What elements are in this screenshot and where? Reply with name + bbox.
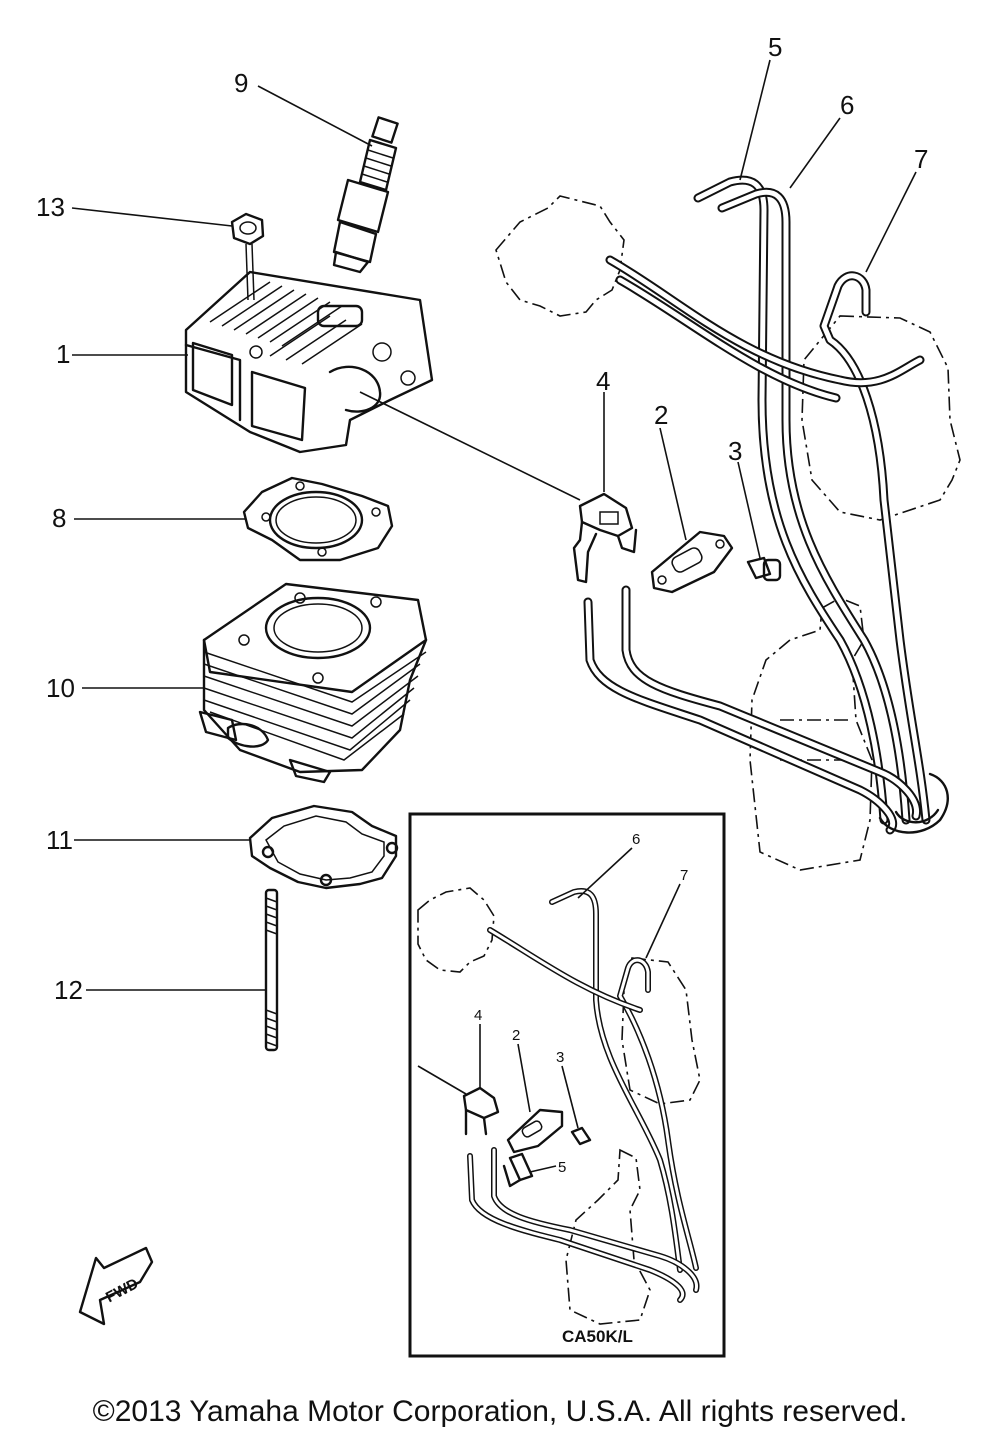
callout-5: 5 xyxy=(768,32,782,62)
inset-callout-7: 7 xyxy=(680,867,688,884)
base-gasket-part[interactable] xyxy=(248,804,399,890)
cylinder-head-part[interactable] xyxy=(184,270,434,454)
callout-4: 4 xyxy=(596,366,610,396)
callout-7: 7 xyxy=(914,144,928,174)
callout-13: 13 xyxy=(36,192,65,222)
callout-6: 6 xyxy=(840,90,854,120)
callout-10: 10 xyxy=(46,673,75,703)
callout-11: 11 xyxy=(46,825,73,855)
callout-12: 12 xyxy=(54,975,83,1005)
leader-lines xyxy=(71,59,917,1173)
callout-2: 2 xyxy=(654,400,668,430)
screw-part[interactable] xyxy=(746,556,782,582)
stud-bolt-part[interactable] xyxy=(264,888,279,1052)
plate-gasket-part[interactable] xyxy=(650,530,734,594)
callout-9: 9 xyxy=(234,68,248,98)
inset-callout-6: 6 xyxy=(632,831,640,848)
inset-callout-4: 4 xyxy=(474,1007,482,1024)
copyright-notice: ©2013 Yamaha Motor Corporation, U.S.A. A… xyxy=(92,1395,908,1428)
inset-caption: CA50K/L xyxy=(562,1327,633,1346)
cap-nut-part[interactable] xyxy=(230,212,265,301)
head-gasket-part[interactable] xyxy=(242,476,394,562)
inset-callout-5: 5 xyxy=(558,1159,566,1176)
fwd-arrow-icon: FWD xyxy=(78,1246,154,1326)
inset-callout-2: 2 xyxy=(512,1027,520,1044)
spark-plug-part[interactable] xyxy=(332,116,399,274)
callout-3: 3 xyxy=(728,436,742,466)
callout-1: 1 xyxy=(56,339,70,369)
inset-panel xyxy=(408,812,726,1358)
fwd-label: FWD xyxy=(103,1275,141,1306)
joint-part[interactable] xyxy=(572,492,638,584)
callout-8: 8 xyxy=(52,503,66,533)
cylinder-part[interactable] xyxy=(198,582,428,784)
inset-callout-3: 3 xyxy=(556,1049,564,1066)
hose-assembly-main xyxy=(495,175,961,871)
